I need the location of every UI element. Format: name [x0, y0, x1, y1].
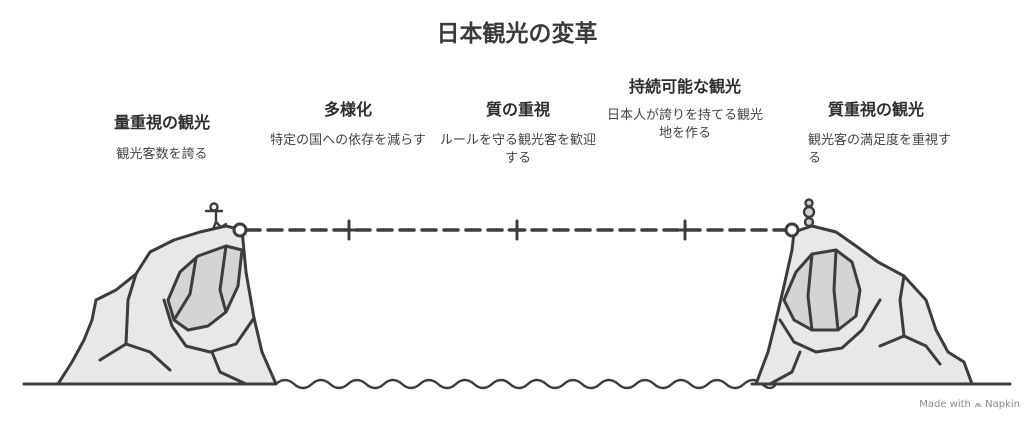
- stage-sustainable-tourism: 持続可能な観光 日本人が誇りを持てる観光地を作る: [604, 0, 766, 143]
- diagram-title: 日本観光の変革: [436, 21, 598, 47]
- stage-title: 持続可能な観光: [628, 77, 741, 96]
- left-anchor-ring: [232, 222, 248, 238]
- stage-quality-focus: 質の重視 ルールを守る観光客を歓迎する: [438, 0, 598, 168]
- stage-quantity-tourism: 量重視の観光 観光客数を誇る: [82, 0, 242, 164]
- stage-diversification: 多様化 特定の国への依存を減らす: [268, 0, 428, 150]
- person-on-right-cliff-icon: [802, 198, 816, 228]
- left-cliff: [56, 224, 278, 386]
- right-anchor-ring: [784, 222, 800, 238]
- milestone-marker-2: [507, 219, 527, 241]
- stage-description: 日本人が誇りを持てる観光地を作る: [606, 108, 763, 141]
- milestone-marker-1: [339, 219, 359, 241]
- stage-description: 観光客数を誇る: [116, 147, 208, 162]
- stage-title: 多様化: [323, 100, 372, 119]
- napkin-watermark: Made with ⩕ Napkin: [919, 399, 1020, 410]
- milestone-marker-3: [675, 219, 695, 241]
- stage-title: 質重視の観光: [827, 100, 924, 119]
- stage-quality-tourism: 質重視の観光 観光客の満足度を重視する: [792, 0, 960, 168]
- stage-title: 量重視の観光: [113, 113, 210, 132]
- person-on-left-cliff-icon: [204, 202, 228, 231]
- stage-description: ルールを守る観光客を歓迎する: [439, 133, 596, 166]
- right-cliff: [754, 224, 974, 386]
- water-waves: [275, 378, 778, 390]
- stage-description: 特定の国への依存を減らす: [270, 133, 426, 148]
- stage-description: 観光客の満足度を重視する: [808, 133, 952, 166]
- stage-title: 質の重視: [485, 100, 550, 119]
